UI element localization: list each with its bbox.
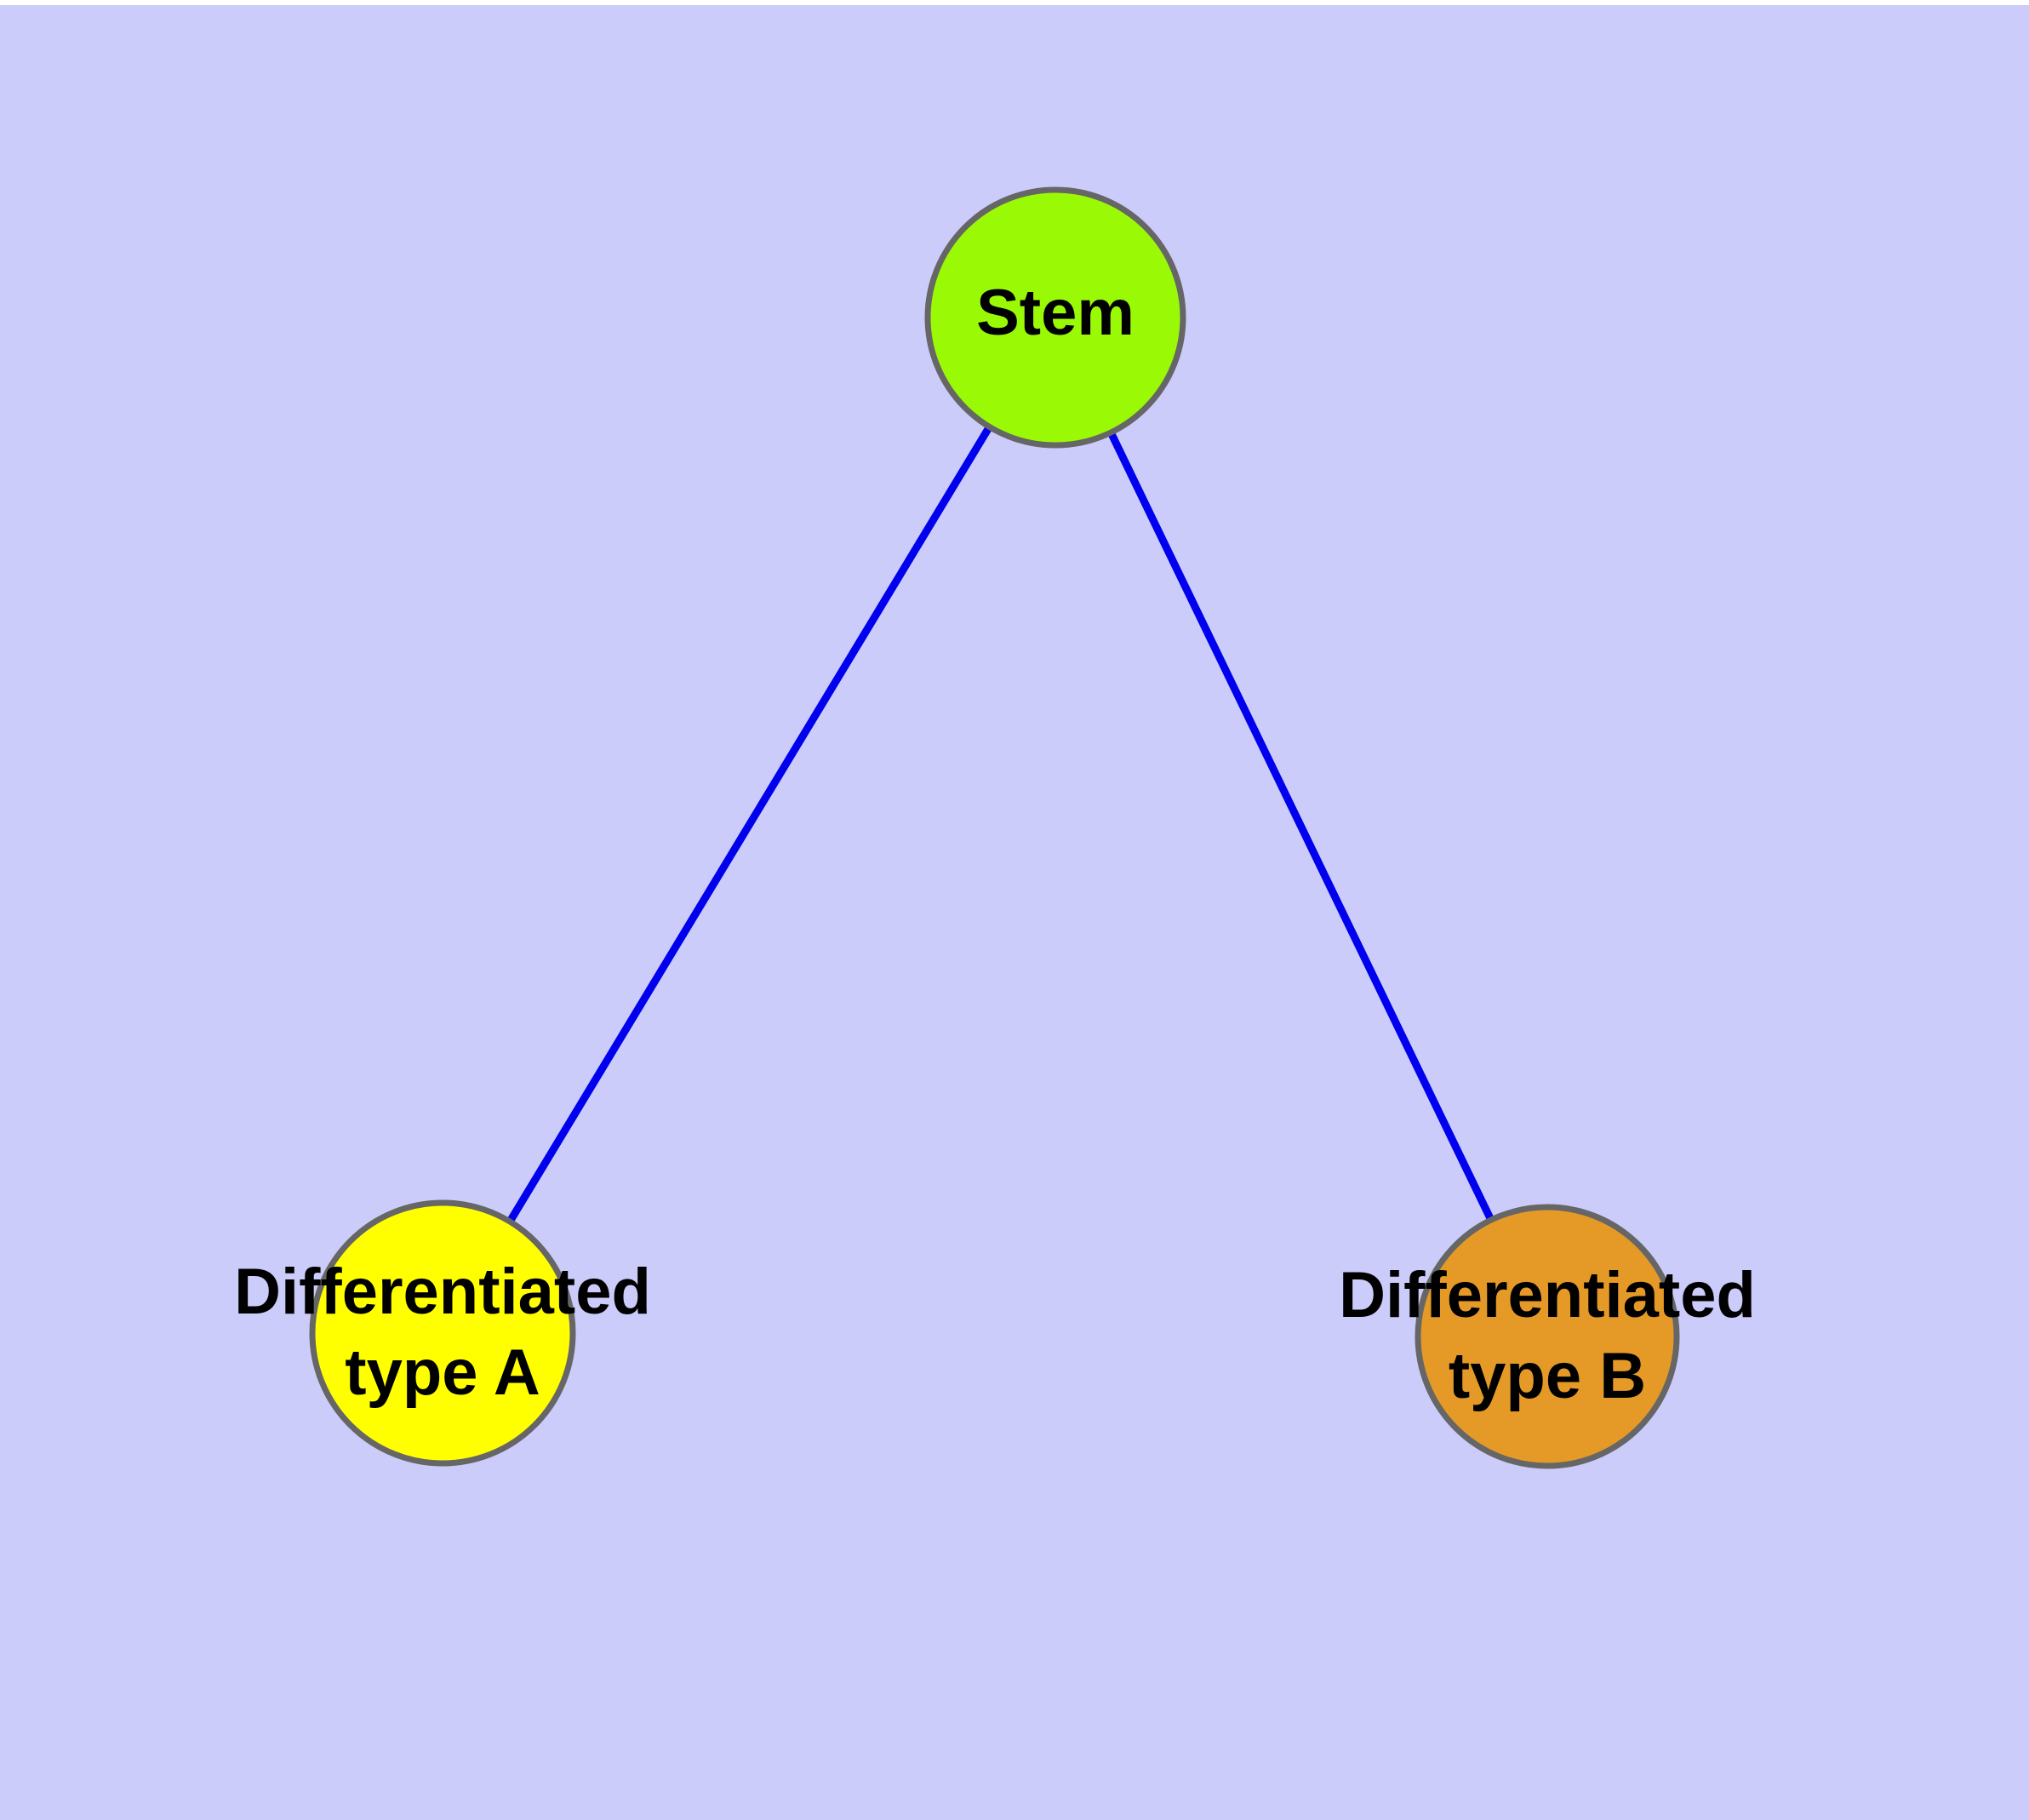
edge-stem-to-differentiated-type-a[interactable] [439, 315, 1059, 1336]
node-differentiated-type-a[interactable]: Differentiated type A [234, 1199, 651, 1467]
top-white-strip [0, 0, 2029, 5]
node-stem-circle[interactable] [924, 186, 1186, 449]
edge-stem-to-differentiated-type-b[interactable] [1051, 316, 1552, 1338]
node-stem[interactable]: Stem [924, 186, 1186, 449]
node-differentiated-type-b[interactable]: Differentiated type B [1339, 1204, 1756, 1469]
node-differentiated-type-b-circle[interactable] [1415, 1204, 1680, 1469]
node-differentiated-type-a-circle[interactable] [309, 1199, 576, 1467]
edge-layer [439, 315, 1552, 1338]
node-layer: Stem Differentiated type A Differentiate… [234, 186, 1756, 1469]
